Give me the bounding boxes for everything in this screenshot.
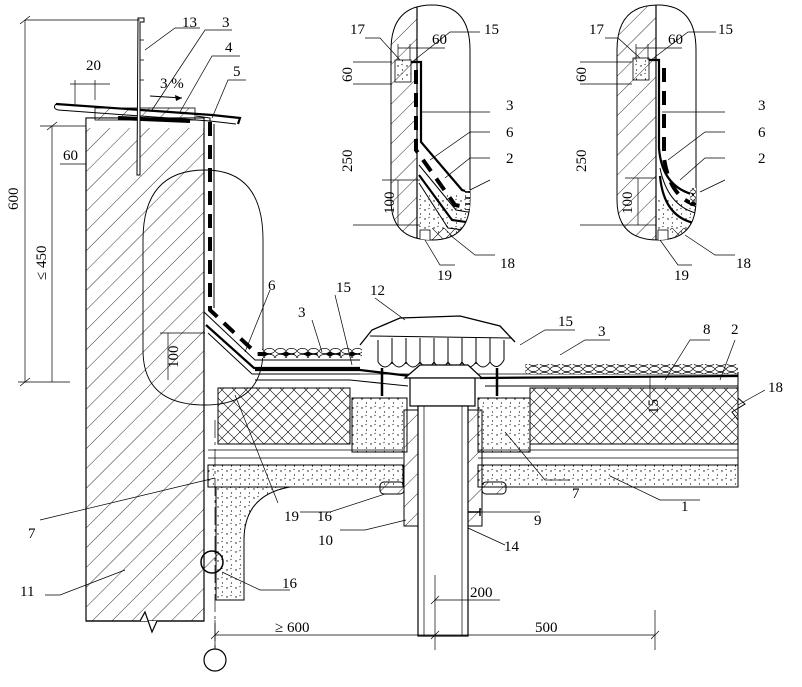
label-12: 12 xyxy=(370,283,385,299)
label-4: 4 xyxy=(225,40,233,56)
dim-500: 500 xyxy=(535,620,558,636)
d1-dim-60-top: 60 xyxy=(432,32,447,48)
label-2: 2 xyxy=(731,322,739,338)
anchor-rod xyxy=(136,17,145,176)
detail-1 xyxy=(390,4,471,241)
d1-label-2: 2 xyxy=(506,151,514,167)
d2-dim-60-side: 60 xyxy=(574,67,590,82)
d2-label-15: 15 xyxy=(718,22,733,38)
d1-label-17: 17 xyxy=(350,22,366,38)
detail-2-labels: 17 15 60 60 250 100 3 6 2 19 18 xyxy=(574,22,766,284)
d2-dim-250: 250 xyxy=(574,150,590,173)
label-11: 11 xyxy=(20,584,34,600)
parapet-wall xyxy=(85,117,205,634)
label-15-left: 15 xyxy=(336,280,351,296)
label-3-left: 3 xyxy=(298,305,306,321)
label-1: 1 xyxy=(681,499,689,515)
detail-dimension-lines xyxy=(353,44,682,226)
roof-drain xyxy=(359,315,516,637)
dim-600-bottom: ≥ 600 xyxy=(275,620,309,636)
label-10: 10 xyxy=(318,533,333,549)
dim-100: 100 xyxy=(166,346,182,369)
callout-labels: 13 3 4 5 6 3 15 12 15 3 8 2 18 7 19 16 1… xyxy=(20,15,783,600)
d1-label-19: 19 xyxy=(437,268,452,284)
roof-slab xyxy=(200,449,739,601)
d2-label-2: 2 xyxy=(758,151,766,167)
dim-15: 15 xyxy=(646,399,662,414)
d2-label-18: 18 xyxy=(736,256,751,272)
label-9: 9 xyxy=(534,513,542,529)
dim-600: 600 xyxy=(6,188,22,211)
d2-label-19: 19 xyxy=(674,268,689,284)
dimension-labels: 600 ≤ 450 20 60 100 15 200 500 ≥ 600 3 % xyxy=(6,58,662,636)
d2-label-17: 17 xyxy=(589,22,605,38)
label-7-right: 7 xyxy=(572,486,580,502)
d1-dim-250: 250 xyxy=(340,150,356,173)
slope-label: 3 % xyxy=(160,76,184,92)
label-19: 19 xyxy=(284,509,299,525)
dim-20: 20 xyxy=(86,58,101,74)
d1-label-18: 18 xyxy=(500,256,515,272)
d2-dim-60-top: 60 xyxy=(668,32,683,48)
label-15-right: 15 xyxy=(558,314,573,330)
label-3-top: 3 xyxy=(222,15,230,31)
parapet-membrane xyxy=(203,118,360,375)
d1-dim-100: 100 xyxy=(382,192,398,215)
d1-label-6: 6 xyxy=(506,125,514,141)
d2-label-6: 6 xyxy=(758,125,766,141)
d2-dim-100: 100 xyxy=(620,192,636,215)
dimension-lines xyxy=(18,15,660,672)
d1-dim-60-side: 60 xyxy=(340,67,356,82)
dim-200: 200 xyxy=(470,585,493,601)
label-16-top: 16 xyxy=(317,509,333,525)
d2-label-3: 3 xyxy=(758,98,766,114)
insulation xyxy=(217,372,746,487)
leader-lines xyxy=(39,27,766,596)
detail-2 xyxy=(616,4,697,241)
detail-1-labels: 17 15 60 60 250 100 3 6 2 19 18 xyxy=(340,22,515,284)
label-14: 14 xyxy=(504,539,520,555)
d1-label-15: 15 xyxy=(484,22,499,38)
d1-label-3: 3 xyxy=(506,98,514,114)
label-8: 8 xyxy=(703,322,711,338)
label-5: 5 xyxy=(233,64,241,80)
dim-60: 60 xyxy=(63,148,78,164)
roofing-membranes xyxy=(255,348,742,387)
label-13: 13 xyxy=(182,15,197,31)
label-18: 18 xyxy=(768,380,783,396)
label-3-right: 3 xyxy=(598,324,606,340)
label-16-bottom: 16 xyxy=(282,576,298,592)
label-6: 6 xyxy=(268,278,276,294)
label-7-left: 7 xyxy=(28,526,36,542)
dim-450: ≤ 450 xyxy=(34,246,50,280)
